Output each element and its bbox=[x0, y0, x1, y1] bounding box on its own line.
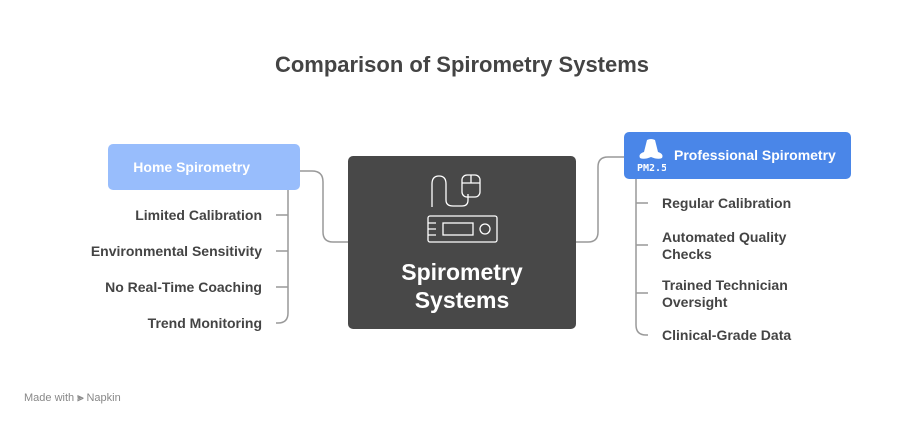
napkin-brand-text: Napkin bbox=[86, 392, 121, 404]
napkin-logo-icon: ⪢ bbox=[77, 392, 84, 404]
home-item: Trend Monitoring bbox=[147, 315, 262, 331]
professional-item: Trained Technician Oversight bbox=[662, 277, 788, 310]
central-title-line2: Systems bbox=[414, 287, 510, 313]
nose-pm25-icon: PM2.5 bbox=[637, 139, 666, 174]
central-topic-node: Spirometry Systems bbox=[348, 156, 576, 329]
home-item: No Real-Time Coaching bbox=[105, 279, 262, 295]
professional-item: Automated Quality Checks bbox=[662, 229, 787, 262]
made-with-text: Made with bbox=[24, 392, 75, 404]
napkin-watermark: Made with ⪢ Napkin bbox=[24, 392, 121, 405]
professional-spirometry-label: Professional Spirometry bbox=[674, 147, 836, 163]
spirometer-device-icon bbox=[427, 174, 498, 243]
professional-spirometry-node: PM2.5 Professional Spirometry bbox=[624, 132, 851, 179]
home-spirometry-label: Home Spirometry bbox=[133, 159, 250, 175]
page-title: Comparison of Spirometry Systems bbox=[274, 52, 650, 77]
home-spirometry-node: Home Spirometry bbox=[108, 144, 396, 190]
svg-text:PM2.5: PM2.5 bbox=[637, 163, 666, 174]
professional-item: Regular Calibration bbox=[662, 195, 792, 211]
professional-item: Clinical-Grade Data bbox=[662, 327, 792, 343]
central-title-line1: Spirometry bbox=[401, 259, 523, 285]
home-item: Limited Calibration bbox=[135, 207, 262, 223]
home-item: Environmental Sensitivity bbox=[90, 243, 262, 259]
